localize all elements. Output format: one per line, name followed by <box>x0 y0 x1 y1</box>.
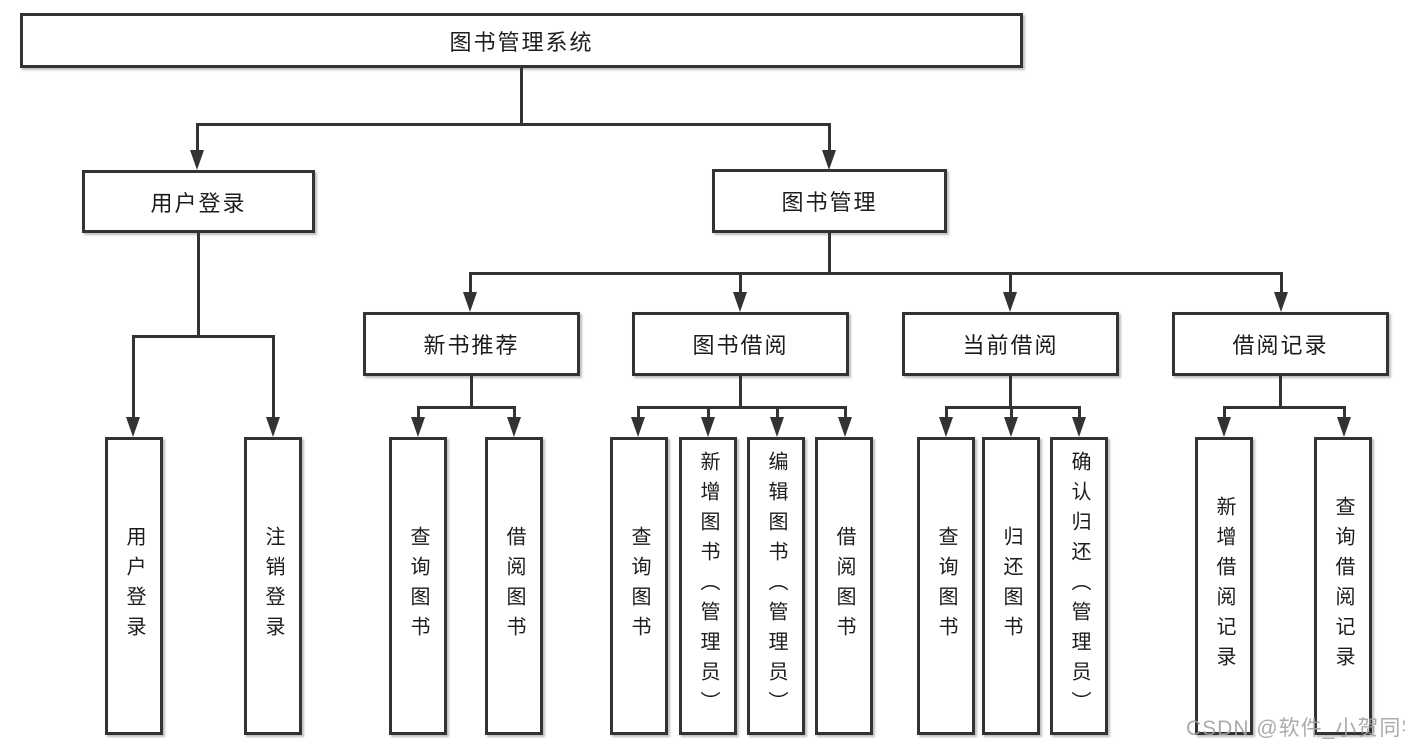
leaf-current-return: 归还图书 <box>982 437 1040 735</box>
arrow-line <box>513 406 516 419</box>
node-new-book-recommend-label: 新书推荐 <box>423 333 520 358</box>
arrow-line <box>469 272 472 294</box>
arrow-line <box>739 272 742 294</box>
arrow-line <box>637 406 640 419</box>
arrow-line <box>844 406 847 419</box>
arrow-down-icon <box>1217 417 1231 437</box>
node-book-management-label: 图书管理 <box>781 190 878 215</box>
arrow-down-icon <box>838 417 852 437</box>
node-current-borrow: 当前借阅 <box>902 312 1119 376</box>
node-current-borrow-label: 当前借阅 <box>962 333 1059 358</box>
leaf-newbook-query-label: 查询图书 <box>407 526 429 646</box>
connector-stem-current-borrow <box>1009 376 1012 407</box>
node-user-login: 用户登录 <box>82 170 315 233</box>
node-borrow-record: 借阅记录 <box>1172 312 1389 376</box>
leaf-newbook-borrow: 借阅图书 <box>485 437 543 735</box>
node-borrow-record-label: 借阅记录 <box>1232 333 1329 358</box>
arrow-line <box>132 335 135 419</box>
node-root-label: 图书管理系统 <box>449 29 594 55</box>
arrow-down-icon <box>1004 417 1018 437</box>
arrow-down-icon <box>733 292 747 312</box>
connector-bar-user-login <box>132 335 275 338</box>
leaf-current-confirm-admin: 确认归还（管理员） <box>1050 437 1108 735</box>
node-user-login-label: 用户登录 <box>150 190 247 216</box>
node-new-book-recommend: 新书推荐 <box>363 312 580 376</box>
arrow-line <box>1280 272 1283 294</box>
arrow-down-icon <box>631 417 645 437</box>
leaf-borrow-edit-admin-label: 编辑图书（管理员） <box>765 451 787 721</box>
connector-stem-root <box>520 68 523 123</box>
leaf-logout: 注销登录 <box>244 437 302 735</box>
node-book-borrow-label: 图书借阅 <box>692 333 789 358</box>
leaf-current-query: 查询图书 <box>917 437 975 735</box>
arrow-line <box>272 335 275 419</box>
connector-bar-current-borrow <box>945 406 1081 409</box>
arrow-down-icon <box>770 417 784 437</box>
leaf-record-query: 查询借阅记录 <box>1314 437 1372 735</box>
arrow-down-icon <box>411 417 425 437</box>
leaf-newbook-borrow-label: 借阅图书 <box>503 526 525 646</box>
leaf-current-confirm-admin-label: 确认归还（管理员） <box>1068 451 1090 721</box>
connector-bar-level1 <box>196 123 831 126</box>
leaf-borrow-add-admin-label: 新增图书（管理员） <box>697 451 719 721</box>
leaf-borrow-add-admin: 新增图书（管理员） <box>679 437 737 735</box>
arrow-down-icon <box>1337 417 1351 437</box>
arrow-down-icon <box>126 417 140 437</box>
leaf-current-return-label: 归还图书 <box>1000 526 1022 646</box>
node-root: 图书管理系统 <box>20 13 1023 68</box>
leaf-record-add-label: 新增借阅记录 <box>1213 496 1235 676</box>
arrow-line <box>1223 406 1226 419</box>
connector-stem-new-book <box>470 376 473 407</box>
leaf-borrow-edit-admin: 编辑图书（管理员） <box>747 437 805 735</box>
leaf-record-add: 新增借阅记录 <box>1195 437 1253 735</box>
leaf-borrow-query: 查询图书 <box>610 437 668 735</box>
arrow-down-icon <box>190 150 204 170</box>
csdn-watermark: CSDN @软件_小贺同学 <box>1186 717 1405 740</box>
connector-stem-user-login <box>197 233 200 335</box>
node-book-borrow: 图书借阅 <box>632 312 849 376</box>
arrow-down-icon <box>266 417 280 437</box>
arrow-line <box>1078 406 1081 419</box>
arrow-down-icon <box>1274 292 1288 312</box>
leaf-borrow-query-label: 查询图书 <box>628 526 650 646</box>
arrow-line <box>196 123 199 152</box>
connector-bar-book-management <box>469 272 1282 275</box>
arrow-down-icon <box>822 150 836 170</box>
arrow-line <box>417 406 420 419</box>
leaf-user-login-label: 用户登录 <box>123 526 145 646</box>
arrow-line <box>828 123 831 152</box>
leaf-borrow-borrow: 借阅图书 <box>815 437 873 735</box>
arrow-line <box>945 406 948 419</box>
arrow-down-icon <box>701 417 715 437</box>
arrow-line <box>1343 406 1346 419</box>
arrow-line <box>707 406 710 419</box>
leaf-logout-label: 注销登录 <box>262 526 284 646</box>
leaf-current-query-label: 查询图书 <box>935 526 957 646</box>
arrow-line <box>1009 272 1012 294</box>
arrow-line <box>776 406 779 419</box>
connector-stem-book-management <box>828 233 831 274</box>
node-book-management: 图书管理 <box>712 169 947 233</box>
arrow-line <box>1010 406 1013 419</box>
connector-bar-book-borrow <box>637 406 847 409</box>
arrow-down-icon <box>1072 417 1086 437</box>
connector-stem-book-borrow <box>739 376 742 407</box>
leaf-newbook-query: 查询图书 <box>389 437 447 735</box>
leaf-user-login: 用户登录 <box>105 437 163 735</box>
connector-stem-borrow-record <box>1279 376 1282 407</box>
arrow-down-icon <box>507 417 521 437</box>
arrow-down-icon <box>1003 292 1017 312</box>
leaf-borrow-borrow-label: 借阅图书 <box>833 526 855 646</box>
connector-bar-borrow-record <box>1223 406 1346 409</box>
connector-bar-new-book <box>417 406 516 409</box>
leaf-record-query-label: 查询借阅记录 <box>1332 496 1354 676</box>
arrow-down-icon <box>939 417 953 437</box>
arrow-down-icon <box>463 292 477 312</box>
